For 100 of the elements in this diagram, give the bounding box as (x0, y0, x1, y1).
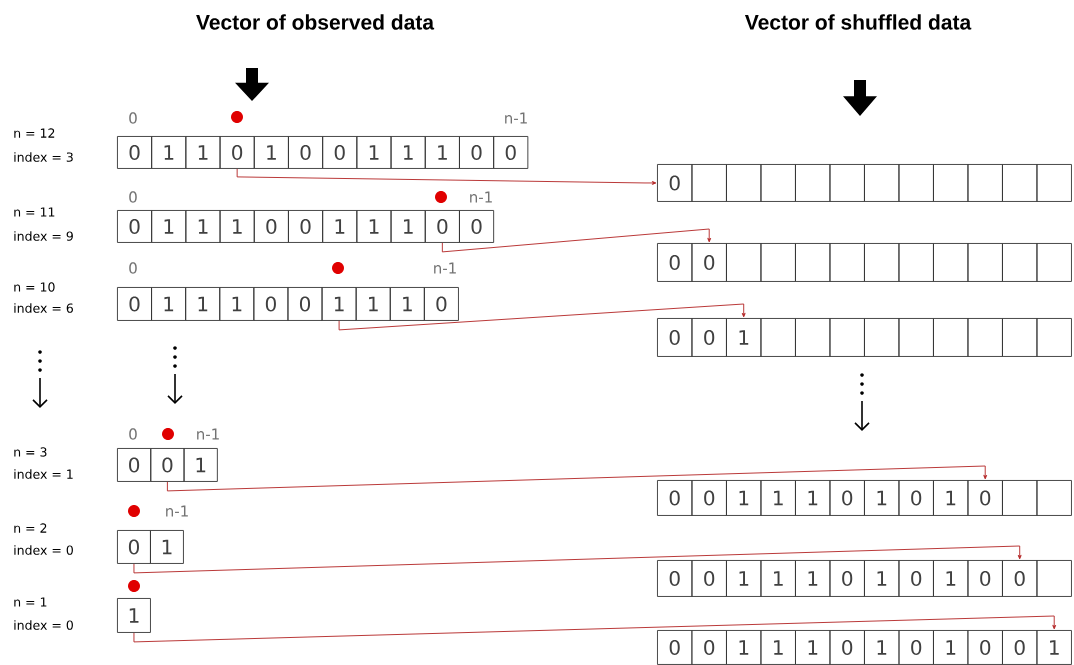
array-cell: 1 (424, 136, 460, 169)
array-cell (829, 243, 865, 282)
index-label: 0 (129, 112, 137, 124)
row-label: n = 12 (14, 128, 55, 138)
array-cell: 0 (967, 630, 1003, 665)
array-cell: 0 (898, 560, 934, 597)
array-cell: 1 (151, 210, 187, 243)
array-cell (864, 243, 900, 282)
array-cell: 0 (691, 480, 727, 516)
array-cell: 0 (967, 480, 1003, 516)
array-cell: 0 (1002, 560, 1038, 597)
array-cell (829, 164, 865, 202)
array-cell: 0 (459, 210, 495, 243)
array-cell: 0 (691, 630, 727, 665)
array-cell: 0 (117, 530, 151, 564)
index-label: n-1 (505, 112, 527, 124)
array-cell: 0 (657, 318, 693, 357)
array-cell: 0 (829, 630, 865, 665)
array-cell: 1 (864, 560, 900, 597)
array-cell (1002, 164, 1038, 202)
row-label: index = 3 (14, 152, 73, 162)
array-cell: 1 (1036, 630, 1072, 665)
array-cell: 0 (219, 136, 255, 169)
array-cell: 1 (390, 136, 426, 169)
array-cell: 1 (183, 448, 218, 482)
array-cell: 1 (355, 287, 391, 321)
array-cell (864, 318, 900, 357)
array-cell: 0 (829, 480, 865, 516)
array-cell (726, 243, 762, 282)
row-label: n = 2 (14, 523, 47, 533)
array-cell: 1 (726, 560, 762, 597)
array-cell: 1 (321, 287, 357, 321)
array-cell: 0 (898, 630, 934, 665)
row-label: index = 0 (14, 620, 73, 630)
array-cell: 0 (150, 448, 185, 482)
array-cell: 0 (657, 243, 693, 282)
array-cell: 0 (691, 560, 727, 597)
index-label: n-1 (197, 428, 219, 440)
array-cell (1036, 164, 1072, 202)
index-label: n-1 (166, 505, 188, 517)
array-cell: 1 (864, 480, 900, 516)
array-cell (760, 318, 796, 357)
array-cell: 1 (219, 287, 255, 321)
array-cell (795, 243, 831, 282)
array-cell (898, 243, 934, 282)
array-cell: 1 (795, 560, 831, 597)
array-cell: 0 (493, 136, 529, 169)
array-cell: 1 (185, 136, 221, 169)
array-cell (691, 164, 727, 202)
array-cell: 0 (322, 136, 358, 169)
array-cell: 0 (898, 480, 934, 516)
array-cell: 0 (657, 480, 693, 516)
array-cell (898, 164, 934, 202)
array-cell: 0 (829, 560, 865, 597)
array-cell: 1 (726, 318, 762, 357)
array-cell: 1 (726, 630, 762, 665)
array-cell: 0 (967, 560, 1003, 597)
row-label: n = 1 (14, 597, 47, 607)
array-cell: 0 (117, 287, 152, 321)
array-cell (898, 318, 934, 357)
array-cell (1002, 243, 1038, 282)
array-cell: 1 (760, 560, 796, 597)
array-cell: 0 (691, 243, 727, 282)
array-cell: 1 (117, 598, 151, 633)
array-cell: 0 (657, 560, 693, 597)
index-label: 0 (129, 262, 137, 274)
index-label: n-1 (434, 262, 456, 274)
array-cell: 0 (287, 287, 323, 321)
array-cell: 0 (657, 164, 693, 202)
array-cell: 0 (117, 448, 152, 482)
array-cell (795, 164, 831, 202)
array-cell (1036, 318, 1072, 357)
array-cell: 1 (726, 480, 762, 516)
array-cell: 1 (389, 287, 425, 321)
array-cell: 0 (117, 210, 153, 243)
index-label: 0 (129, 428, 137, 440)
array-cell (967, 243, 1003, 282)
array-cell: 1 (219, 210, 255, 243)
array-cell: 0 (657, 630, 693, 665)
row-label: n = 11 (14, 207, 55, 217)
row-label: index = 0 (14, 545, 73, 555)
array-cell (933, 164, 969, 202)
array-cell (967, 318, 1003, 357)
array-cell (933, 243, 969, 282)
row-label: n = 10 (14, 282, 55, 292)
row-label: index = 9 (14, 231, 73, 241)
row-label: index = 6 (14, 303, 73, 313)
array-cell (864, 164, 900, 202)
array-cell: 0 (253, 210, 289, 243)
array-cell: 1 (150, 530, 184, 564)
array-cell (760, 243, 796, 282)
array-cell (1036, 560, 1072, 597)
array-cell: 1 (760, 630, 796, 665)
array-cell: 1 (795, 480, 831, 516)
array-cell: 0 (459, 136, 495, 169)
row-label: index = 1 (14, 469, 73, 479)
array-cell: 0 (424, 210, 460, 243)
heading: Vector of observed data (196, 14, 435, 30)
array-cell (760, 164, 796, 202)
array-cell: 1 (185, 287, 221, 321)
